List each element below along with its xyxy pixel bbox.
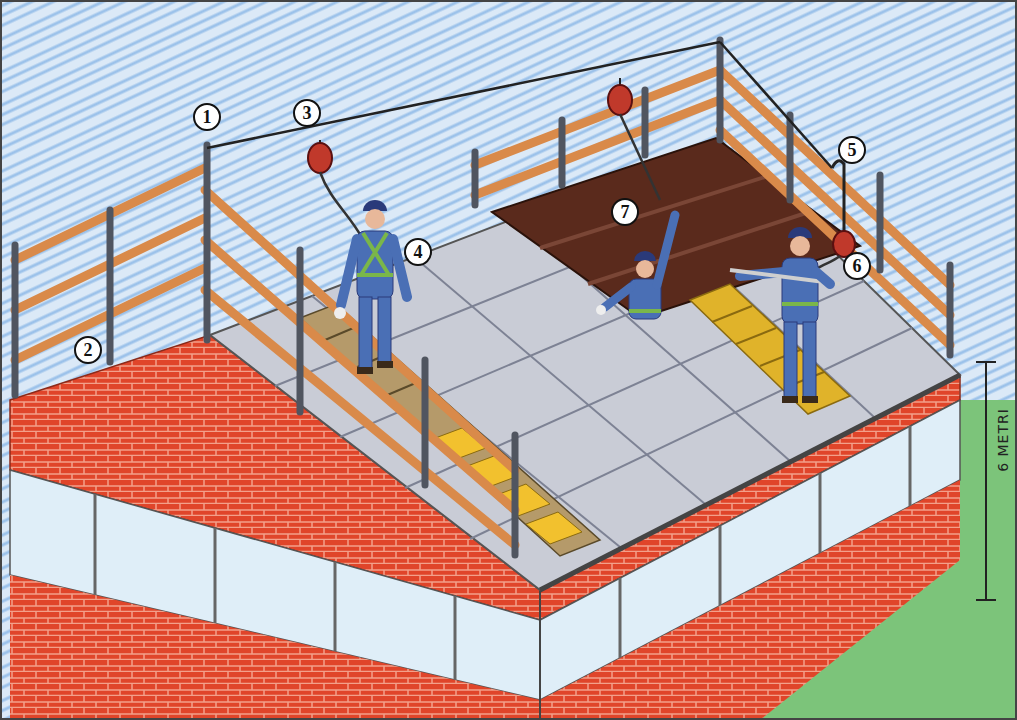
callout-number: 5 xyxy=(848,141,857,159)
lifeline xyxy=(207,42,832,168)
worker xyxy=(334,200,407,374)
callout-number: 2 xyxy=(84,341,93,359)
callout-number: 7 xyxy=(621,203,630,221)
crawling-board xyxy=(300,304,600,556)
fall-arrester xyxy=(308,78,855,257)
worker xyxy=(596,215,675,319)
crawling-board xyxy=(690,284,850,414)
callout-circle xyxy=(75,100,870,363)
callout-number: 1 xyxy=(203,108,212,126)
roof-purlins xyxy=(540,176,812,284)
wall-corner xyxy=(539,590,541,720)
dimension-line xyxy=(976,362,996,600)
dimension-label: 6 METRI xyxy=(995,408,1011,472)
callout-number: 4 xyxy=(414,243,423,261)
callout-number: 6 xyxy=(853,257,862,275)
lower-wall xyxy=(10,575,540,720)
worker xyxy=(730,227,840,403)
eave xyxy=(540,375,960,590)
anchor-hook xyxy=(832,161,844,234)
callout-number: 3 xyxy=(303,104,312,122)
guardrail xyxy=(15,40,950,555)
